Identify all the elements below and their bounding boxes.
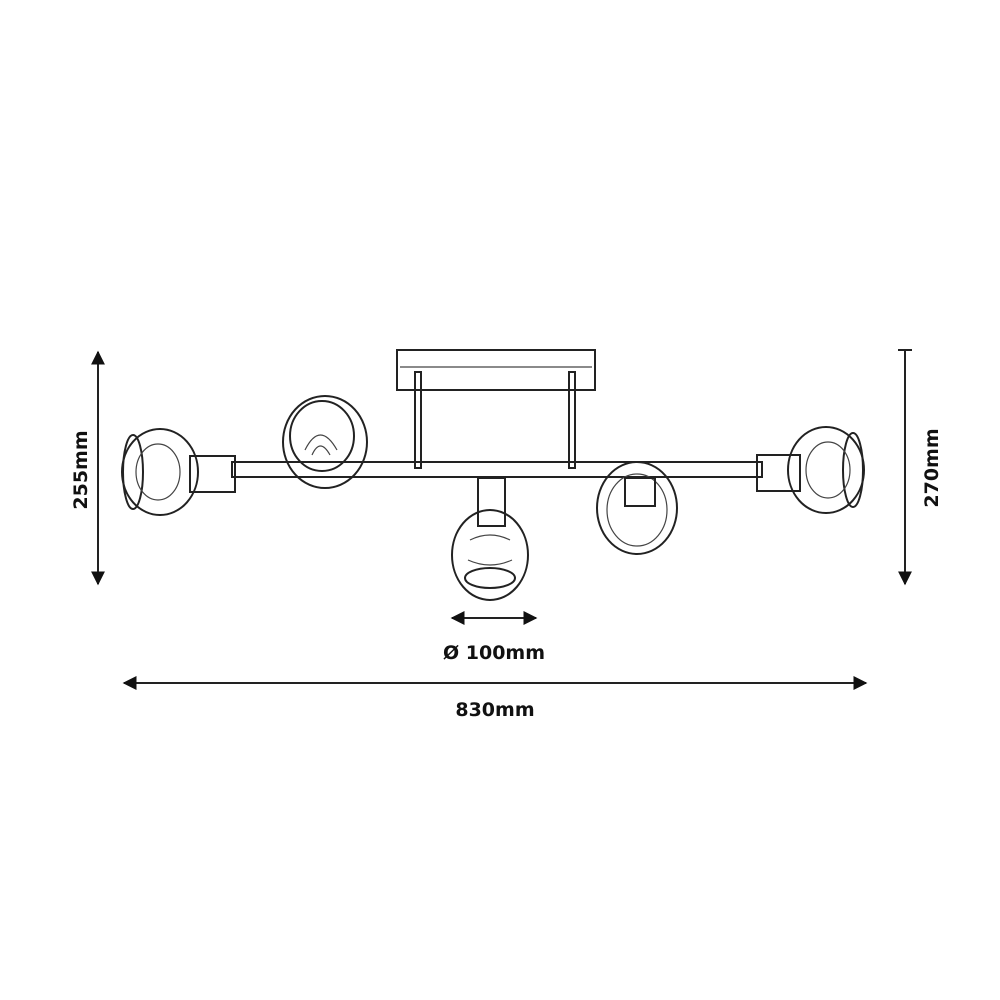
lamp-fixture xyxy=(121,349,865,601)
spotlight-4 xyxy=(596,461,678,555)
spotlight-1 xyxy=(121,428,236,516)
height-right-label: 270mm xyxy=(921,428,943,507)
support-rods xyxy=(414,371,576,469)
diameter-label: Ø 100mm xyxy=(443,642,545,664)
height-left-label: 255mm xyxy=(70,430,92,509)
ceiling-canopy xyxy=(396,349,596,391)
width-label: 830mm xyxy=(455,699,534,721)
spotlight-5 xyxy=(756,426,865,514)
dimension-height-left: 255mm xyxy=(70,350,105,586)
dimension-height-right: 270mm xyxy=(898,349,943,586)
spotlight-2 xyxy=(282,395,368,489)
dimension-diameter: Ø 100mm xyxy=(443,611,545,664)
dimension-width: 830mm xyxy=(122,676,868,721)
spotlight-3 xyxy=(451,477,529,601)
